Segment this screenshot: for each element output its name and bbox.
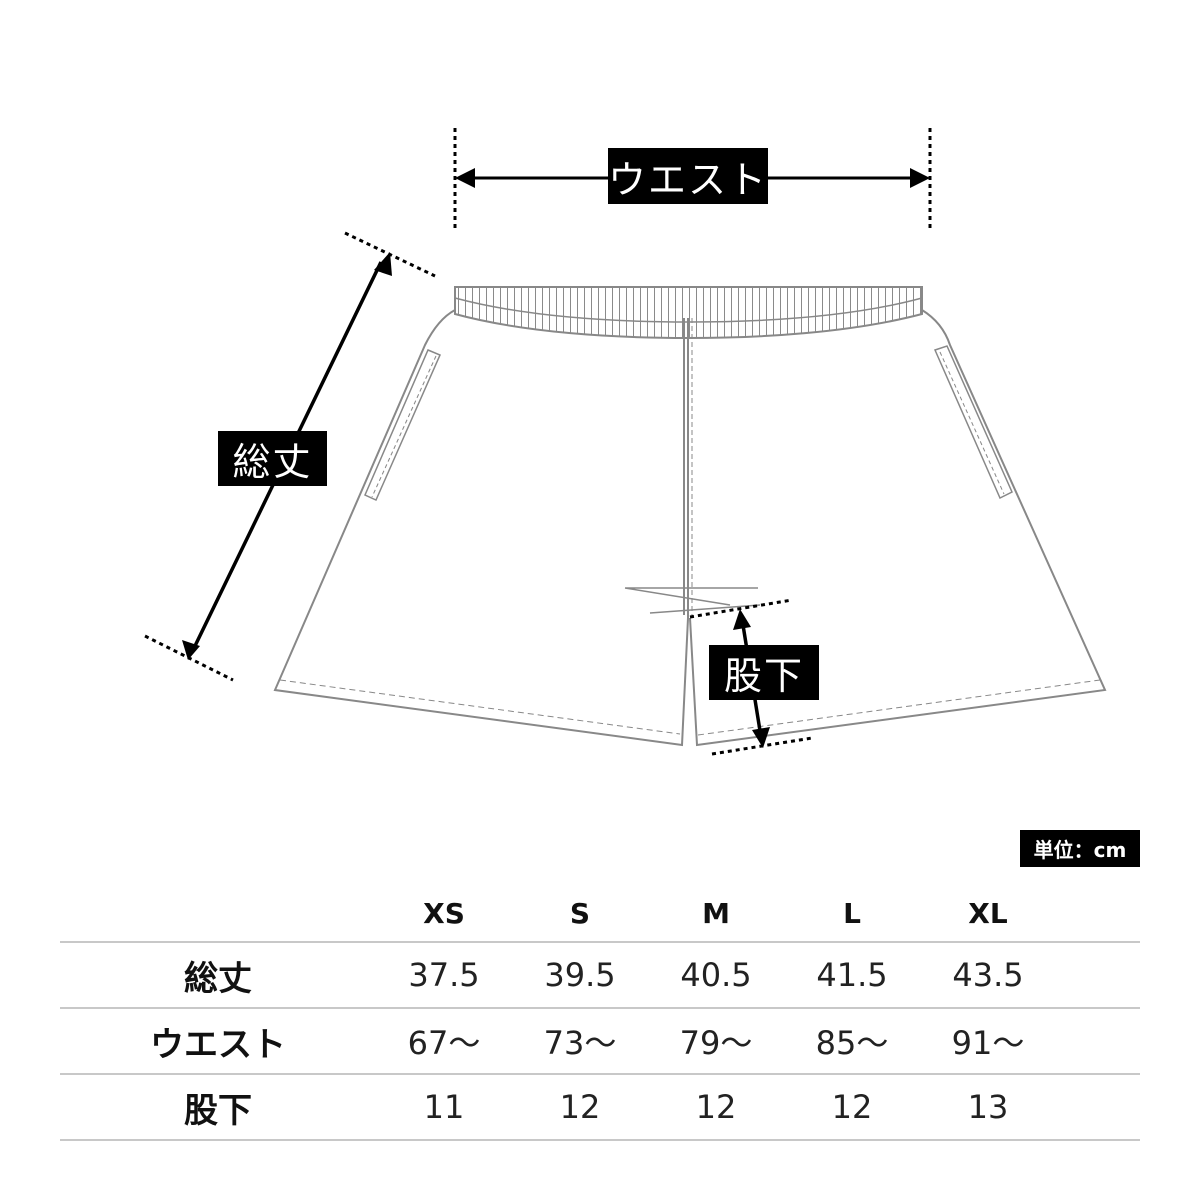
column-spacer: [1056, 885, 1140, 942]
table-row-waist: ウエスト 67～ 73～ 79～ 85～ 91～: [60, 1007, 1140, 1074]
table-cell: 12: [648, 1073, 784, 1141]
row-label: 総丈: [60, 941, 376, 1008]
table-cell: 40.5: [648, 941, 784, 1008]
table-cell: 85～: [784, 1007, 920, 1074]
column-header-blank: [60, 885, 376, 942]
table-cell: 41.5: [784, 941, 920, 1008]
table-cell: 91～: [920, 1007, 1056, 1074]
column-header-l: L: [843, 896, 861, 930]
table-cell: 12: [784, 1073, 920, 1141]
unit-badge: 単位：cm: [1020, 830, 1140, 867]
table-cell: 67～: [376, 1007, 512, 1074]
table-cell-spacer: [1056, 941, 1140, 1008]
table-cell: 73～: [512, 1007, 648, 1074]
table-cell: 43.5: [920, 941, 1056, 1008]
waistband: [454, 286, 923, 340]
table-cell-spacer: [1056, 1007, 1140, 1074]
table-header-row: XS S M L XL: [60, 885, 1140, 942]
shorts-outline: [273, 309, 1107, 747]
inseam-label: 股下: [709, 645, 819, 700]
row-label: 股下: [60, 1073, 376, 1141]
shorts-measurement-diagram: [144, 128, 1107, 756]
waist-label: ウエスト: [608, 148, 768, 204]
total-length-label: 総丈: [218, 431, 327, 486]
table-cell: 13: [920, 1073, 1056, 1141]
table-cell: 79～: [648, 1007, 784, 1074]
table-row-inseam: 股下 11 12 12 12 13: [60, 1073, 1140, 1141]
table-cell-spacer: [1056, 1073, 1140, 1141]
column-header-xs: XS: [423, 896, 465, 930]
table-row-total-length: 総丈 37.5 39.5 40.5 41.5 43.5: [60, 941, 1140, 1008]
table-cell: 37.5: [376, 941, 512, 1008]
inseam-measurement: [689, 598, 813, 756]
column-header-xl: XL: [968, 896, 1008, 930]
size-chart-table: XS S M L XL 総丈 37.5 39.5 40.5 41.5 43.5 …: [60, 885, 1140, 1141]
table-cell: 12: [512, 1073, 648, 1141]
table-cell: 11: [376, 1073, 512, 1141]
row-label: ウエスト: [60, 1007, 376, 1074]
table-cell: 39.5: [512, 941, 648, 1008]
column-header-s: S: [569, 896, 591, 930]
column-header-m: M: [702, 896, 730, 930]
